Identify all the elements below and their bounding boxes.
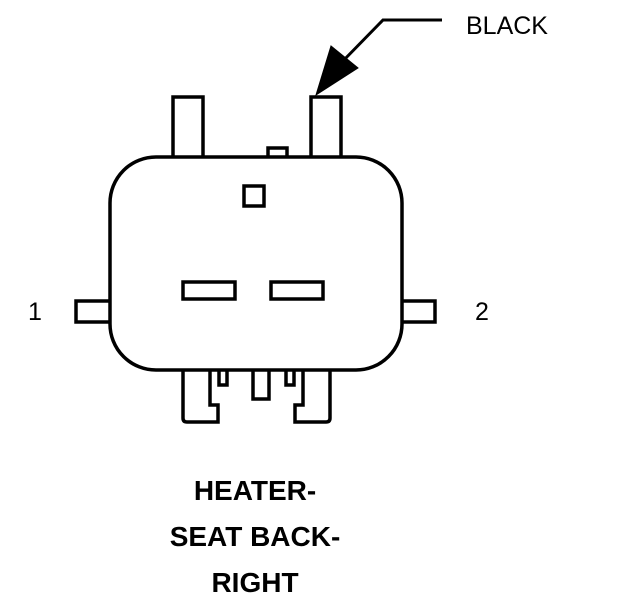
- connector-caption: HEATER- SEAT BACK- RIGHT: [0, 468, 510, 606]
- bottom-latch-right: [293, 360, 332, 424]
- pin-2-label: 2: [475, 298, 489, 326]
- wire-color-label: BLACK: [466, 12, 548, 40]
- caption-line-1: HEATER-: [193, 475, 317, 506]
- pin-1-label: 1: [28, 298, 42, 326]
- cavity-slot-2: [269, 280, 325, 301]
- bottom-latch-left: [181, 360, 220, 424]
- leader-arrowhead: [315, 45, 359, 97]
- connector-body: [108, 155, 404, 372]
- caption-line-3: RIGHT: [211, 567, 299, 598]
- cavity-slot-1: [181, 280, 237, 301]
- top-terminal-left: [171, 95, 205, 163]
- leader-line: [338, 18, 442, 66]
- caption-line-2: SEAT BACK-: [169, 521, 341, 552]
- top-terminal-right: [309, 95, 343, 163]
- keying-window: [242, 184, 266, 208]
